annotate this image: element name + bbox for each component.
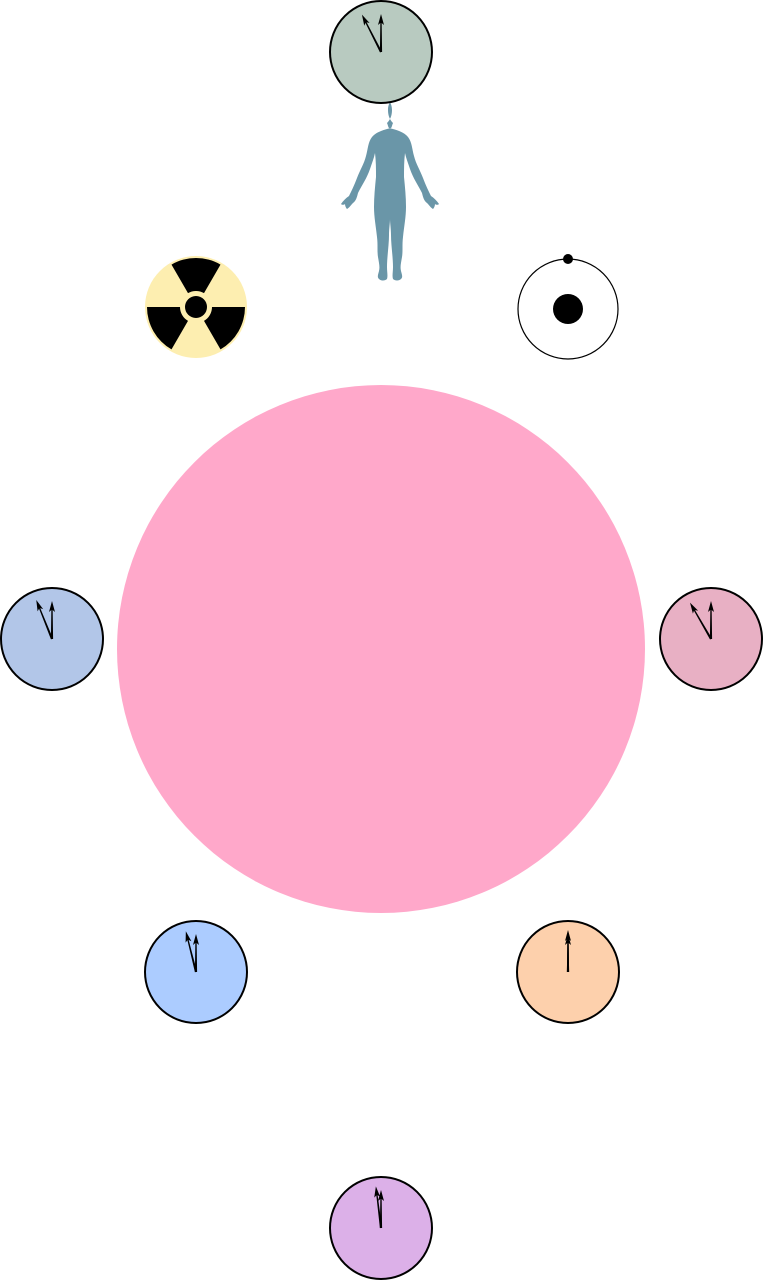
clock-bottom-icon: [329, 1176, 433, 1280]
human-figure-icon: [341, 97, 439, 281]
clock-top-icon: [329, 0, 433, 104]
clock-bottom-left-icon: [144, 920, 248, 1024]
atom-icon: [517, 254, 619, 360]
central-pink-circle: [117, 385, 645, 913]
clock-left-icon: [0, 587, 104, 691]
clock-right-icon: [659, 587, 763, 691]
radiation-icon: [145, 256, 247, 358]
clock-bottom-right-icon: [516, 920, 620, 1024]
